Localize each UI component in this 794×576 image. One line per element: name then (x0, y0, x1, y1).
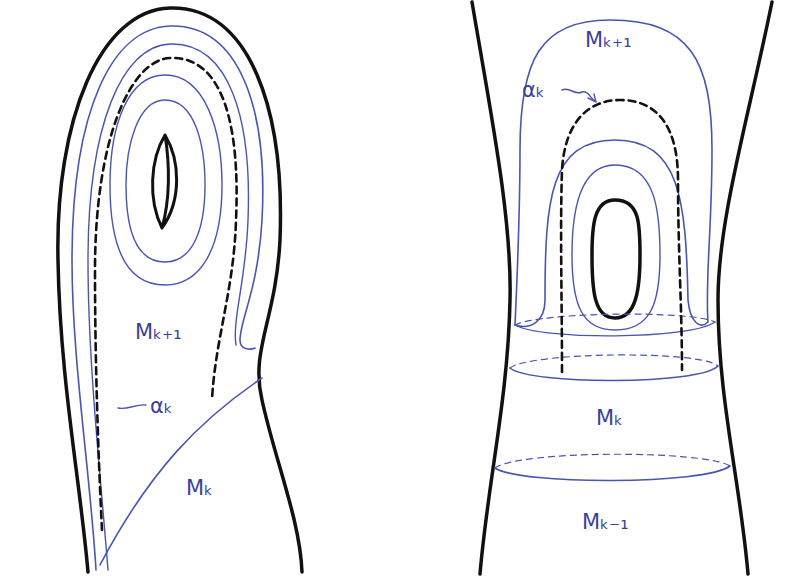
dashed-arc (95, 58, 237, 530)
hole (592, 200, 640, 318)
region-label: Mₖ₊₁ (585, 30, 632, 51)
circle-front (515, 322, 715, 336)
region-boundary (88, 44, 248, 570)
region-boundary (515, 20, 712, 326)
circle-back (495, 454, 730, 468)
region-boundary (72, 26, 263, 570)
surface-outline (472, 2, 510, 574)
region-label: Mₖ (596, 408, 623, 429)
region-label: αₖ (522, 80, 545, 101)
region-label: Mₖ₋₁ (582, 512, 629, 533)
hole (153, 135, 177, 228)
inner-contour (126, 100, 205, 262)
surface-outline (718, 2, 772, 574)
inner-contour (110, 75, 222, 285)
circle-front (510, 366, 718, 381)
surface-outline (58, 8, 302, 572)
region-boundary (100, 378, 262, 565)
circle-back (510, 355, 718, 368)
region-label: Mₖ₊₁ (135, 322, 182, 343)
leader-arrow (562, 89, 596, 102)
region-label: Mₖ (186, 478, 213, 499)
circle-front (495, 466, 730, 481)
circle-back (515, 314, 715, 325)
inner-contour (572, 165, 660, 330)
leader-line (118, 405, 146, 409)
region-label: αₖ (150, 396, 173, 417)
dashed-arc (561, 100, 682, 372)
